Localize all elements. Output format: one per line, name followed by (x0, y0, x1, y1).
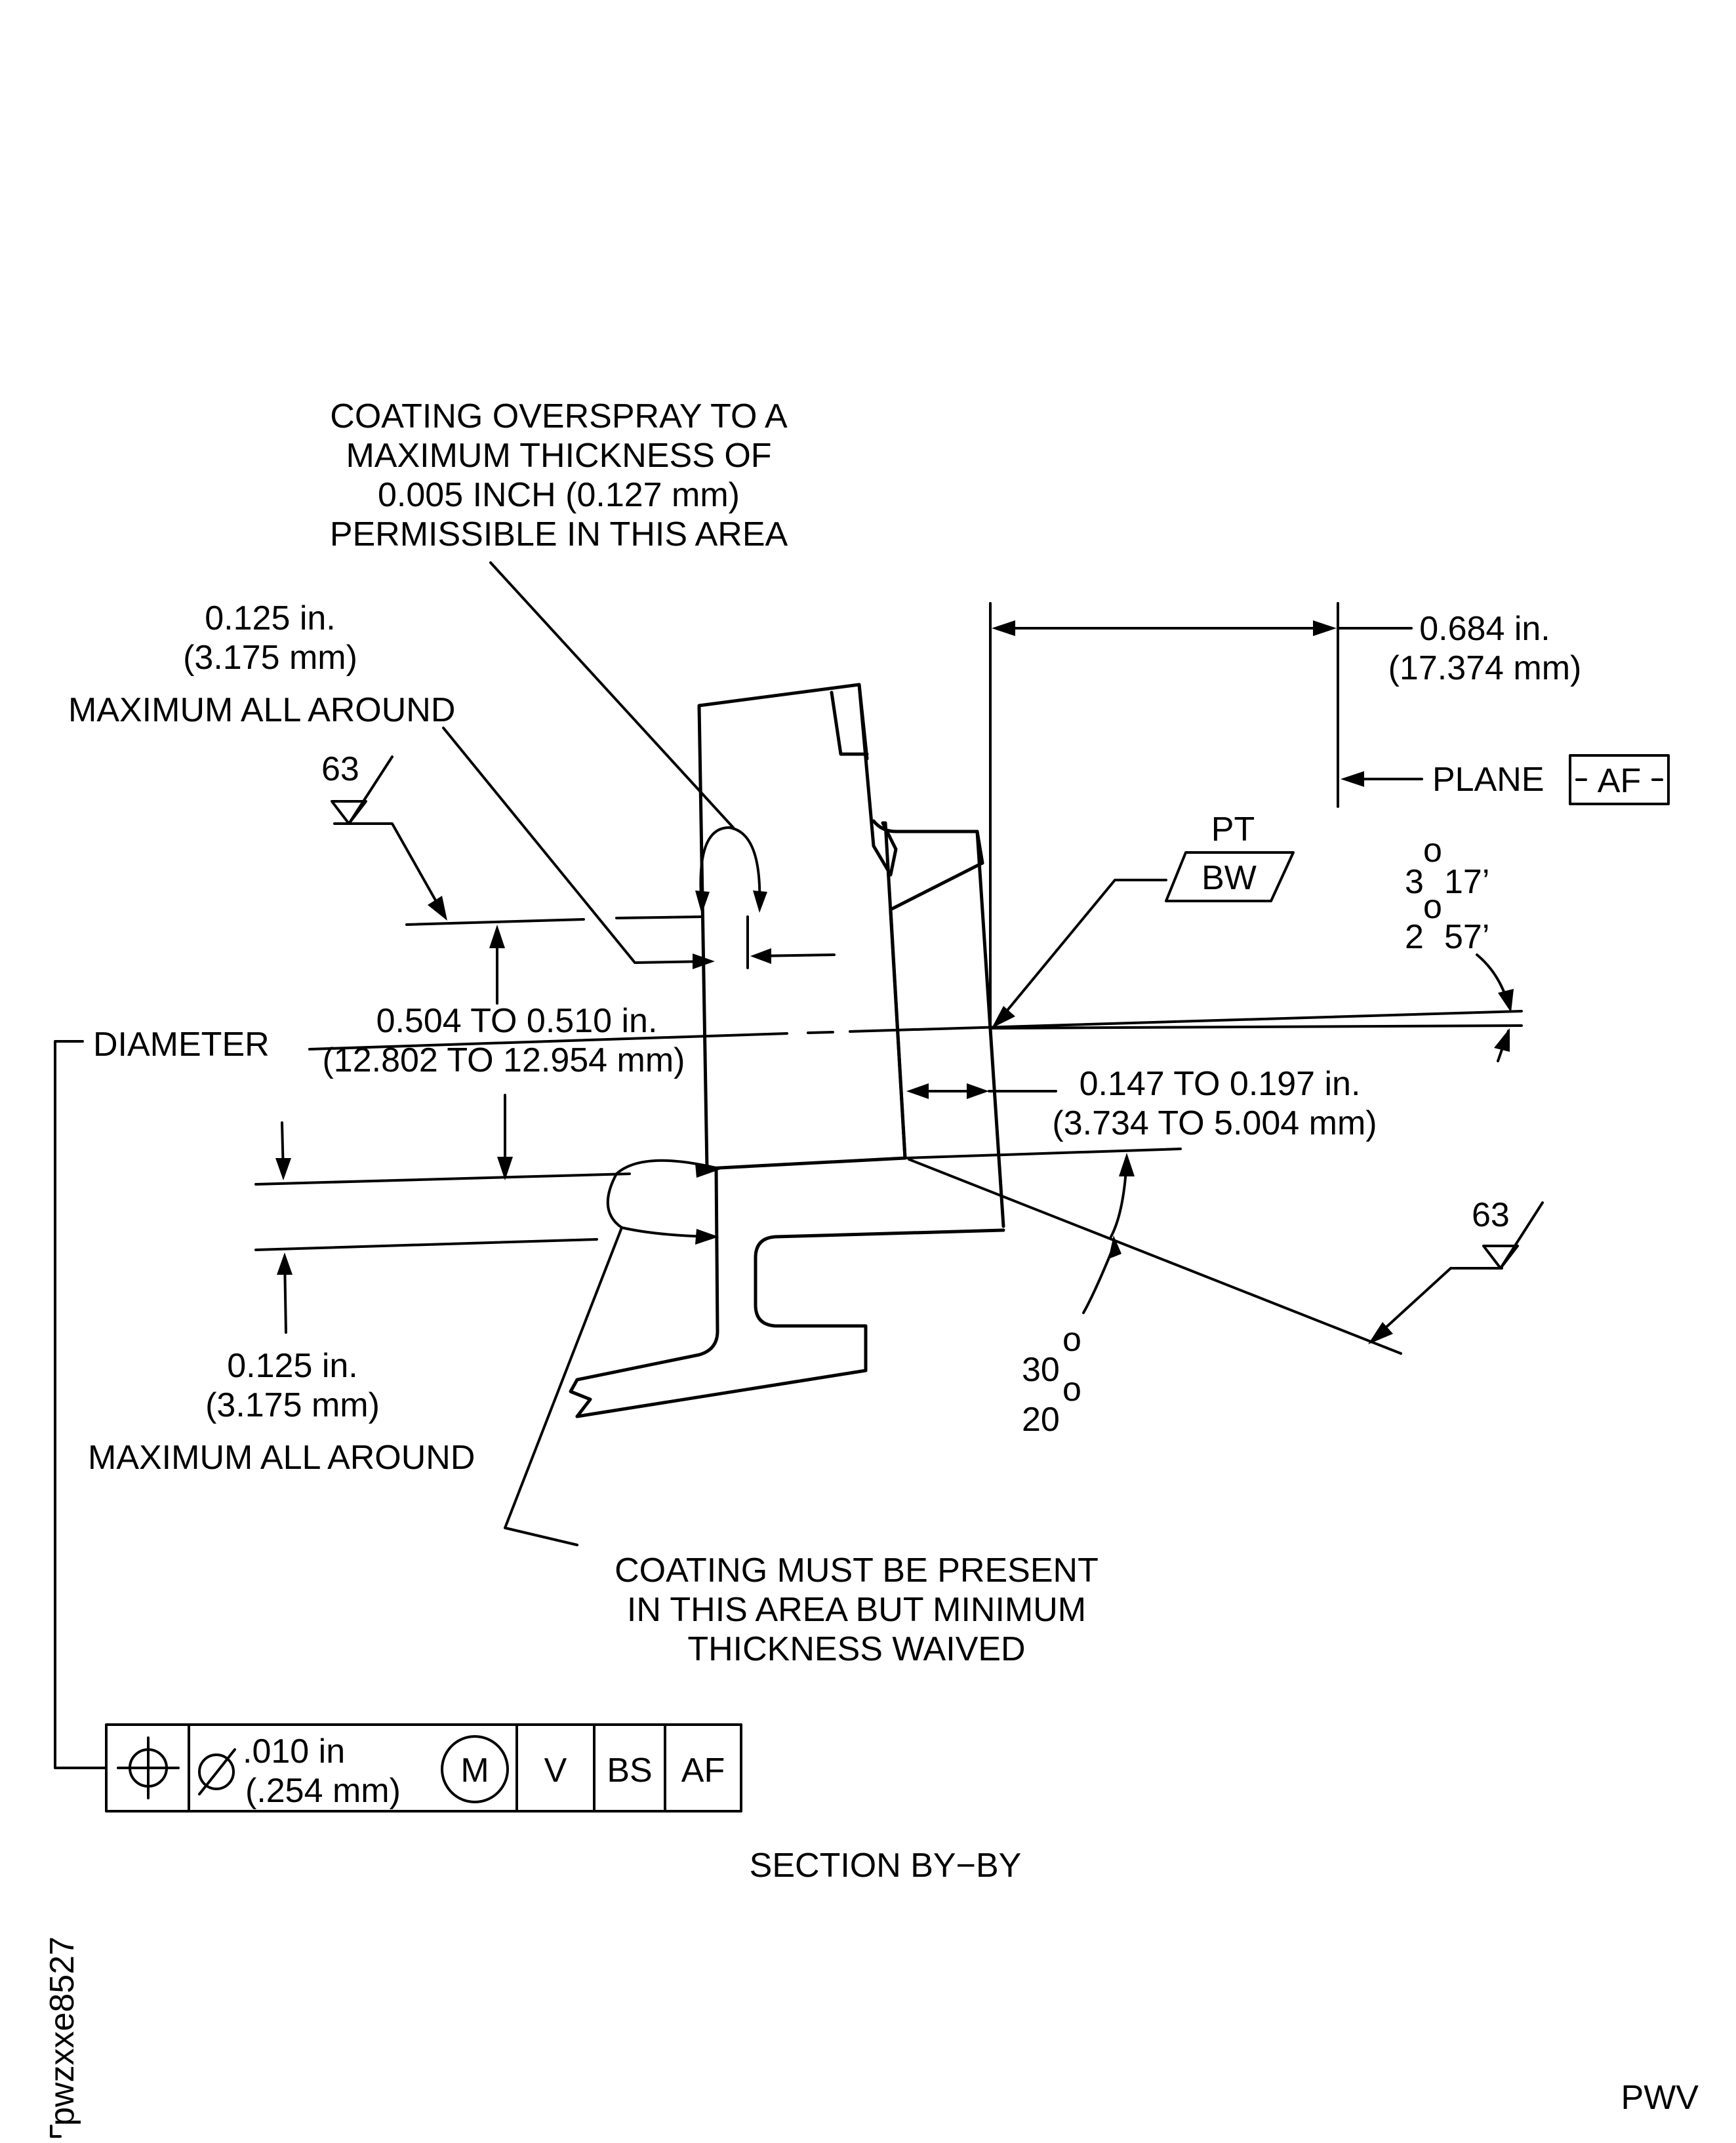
part-outline (569, 683, 1005, 1418)
top-max-in: 0.125 in. (205, 599, 336, 637)
overspray-line-2: MAXIMUM THICKNESS OF (346, 437, 771, 475)
section-title: SECTION BY−BY (750, 1847, 1022, 1885)
upper-angle-deg2: 2 (1405, 918, 1424, 956)
upper-angle-mark2: o (1423, 888, 1442, 926)
mmc-modifier-icon: M (441, 1735, 509, 1803)
bottom-max-mm: (3.175 mm) (205, 1386, 380, 1424)
top-max-note: MAXIMUM ALL AROUND (68, 691, 455, 729)
diameter-mm: (12.802 TO 12.954 mm) (322, 1041, 685, 1079)
coating-line-3: THICKNESS WAIVED (687, 1630, 1025, 1668)
bottom-max-note: MAXIMUM ALL AROUND (88, 1439, 475, 1477)
datum-2: BS (607, 1752, 652, 1790)
bottom-max-dimension: 0.125 in. (3.175 mm) MAXIMUM ALL AROUND (88, 1347, 475, 1477)
diameter-in: 0.504 TO 0.510 in. (376, 1002, 658, 1040)
top-max-dimension: 0.125 in. (3.175 mm) MAXIMUM ALL AROUND (68, 599, 455, 729)
weld-symbol: PT BW (1165, 811, 1295, 902)
diameter-dimension: DIAMETER 0.504 TO 0.510 in. (12.802 TO 1… (93, 1002, 685, 1079)
overspray-line-3: 0.005 INCH (0.127 mm) (378, 476, 740, 514)
drawing-id-text: pwzxxe8527 (43, 1936, 81, 2126)
coating-present-note: COATING MUST BE PRESENT IN THIS AREA BUT… (615, 1552, 1099, 1668)
diameter-extension-lines (254, 915, 1182, 1334)
plane-datum: AF (1598, 762, 1641, 800)
land-width-in: 0.147 TO 0.197 in. (1080, 1065, 1361, 1103)
overspray-line-4: PERMISSIBLE IN THIS AREA (330, 515, 788, 553)
modifier-label: M (460, 1752, 489, 1790)
tolerance-line-1: .010 in (243, 1732, 345, 1771)
tolerance-line-2: (.254 mm) (245, 1772, 401, 1810)
plane-distance-dimension: 0.684 in. (17.374 mm) (1388, 610, 1582, 687)
position-icon (117, 1736, 180, 1799)
datum-3: AF (681, 1752, 725, 1790)
diameter-label: DIAMETER (93, 1026, 270, 1064)
plane-distance-mm: (17.374 mm) (1388, 649, 1582, 687)
finish-left-value: 63 (321, 750, 359, 788)
upper-angle-mark1: o (1423, 831, 1442, 870)
land-width-mm: (3.734 TO 5.004 mm) (1052, 1104, 1377, 1142)
lower-angle: 30 o o 20 (1022, 1321, 1081, 1439)
overspray-line-1: COATING OVERSPRAY TO A (330, 397, 788, 435)
finish-right-value: 63 (1472, 1196, 1510, 1234)
footer-code: PWV (1621, 2079, 1699, 2117)
datum-1: V (544, 1752, 567, 1790)
weld-box-label: BW (1201, 859, 1257, 897)
drawing-id: pwzxxe8527 (43, 1936, 81, 2126)
finish-symbol-left: 63 (321, 750, 394, 825)
plane-callout: PLANE AF (1432, 754, 1670, 805)
top-max-mm: (3.175 mm) (183, 639, 357, 677)
plane-distance-in: 0.684 in. (1419, 610, 1550, 648)
upper-angle: 3 o 17’ o 2 57’ (1405, 831, 1489, 956)
bottom-max-in: 0.125 in. (227, 1347, 358, 1385)
lower-angle-mark2: o (1062, 1371, 1081, 1409)
lower-angle-val1: 30 (1022, 1351, 1060, 1389)
upper-angle-min1: 17’ (1444, 863, 1489, 901)
weld-top-label: PT (1211, 811, 1255, 849)
leaders (54, 561, 1514, 1769)
lower-angle-val2: 20 (1022, 1401, 1060, 1439)
land-width-dimension: 0.147 TO 0.197 in. (3.734 TO 5.004 mm) (1052, 1065, 1377, 1142)
coating-line-2: IN THIS AREA BUT MINIMUM (627, 1591, 1086, 1629)
overspray-note: COATING OVERSPRAY TO A MAXIMUM THICKNESS… (330, 397, 788, 553)
plane-label: PLANE (1432, 761, 1544, 799)
lower-angle-mark1: o (1062, 1321, 1081, 1359)
centerline (308, 1010, 1523, 1051)
finish-symbol-right: 63 (1472, 1196, 1544, 1270)
feature-control-frame: .010 in (.254 mm) M V BS AF (105, 1723, 742, 1813)
coating-line-1: COATING MUST BE PRESENT (615, 1552, 1099, 1590)
upper-angle-deg1: 3 (1405, 863, 1424, 901)
upper-angle-min2: 57’ (1444, 918, 1489, 956)
diameter-icon (198, 1748, 236, 1795)
